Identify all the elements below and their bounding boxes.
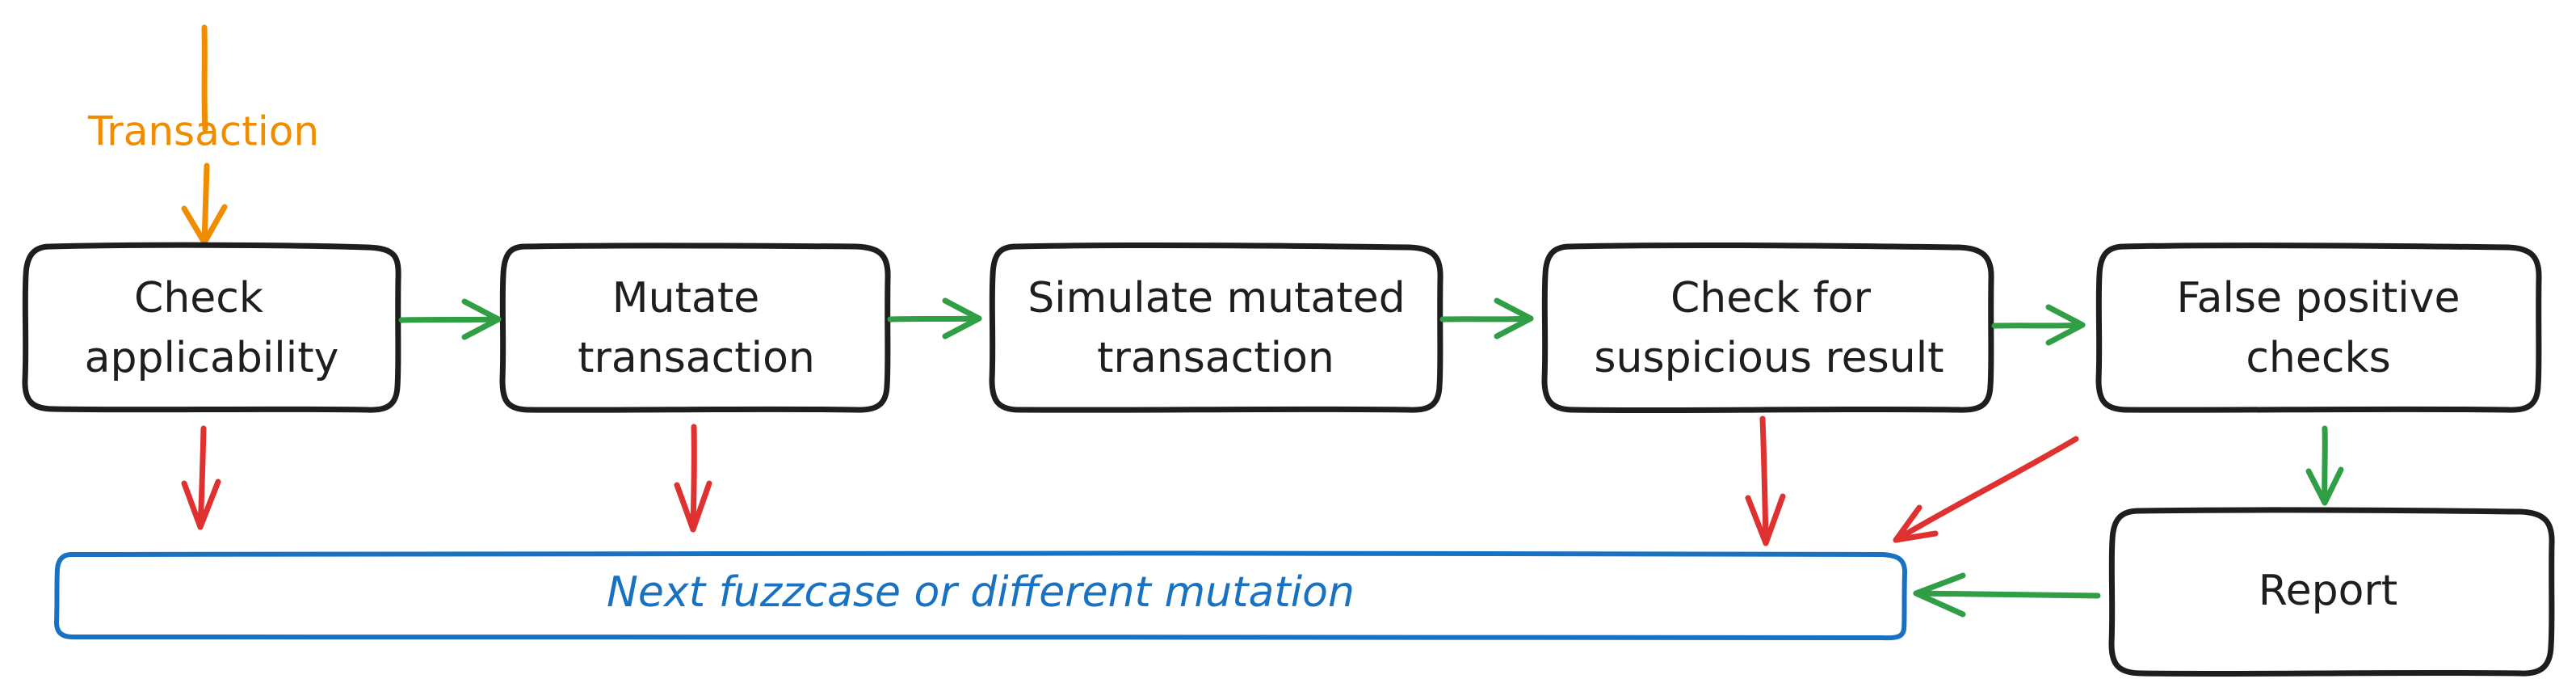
step-line-2: checks bbox=[2246, 334, 2390, 382]
input-arrow-shaft bbox=[201, 24, 210, 246]
arrow-simulate-to-check bbox=[1439, 297, 1534, 339]
arrow-mutate-to-terminal bbox=[674, 424, 712, 533]
step-mutate-transaction: Mutate transaction bbox=[499, 242, 891, 413]
step-line-1: Simulate mutated bbox=[1027, 274, 1406, 323]
step-line-1: False positive bbox=[2176, 274, 2460, 323]
terminal-label: Next fuzzcase or different mutation bbox=[607, 568, 1355, 617]
success-arrows bbox=[398, 297, 2344, 618]
step-box bbox=[1541, 242, 1994, 414]
input-node: Transaction bbox=[87, 24, 319, 246]
arrow-false-positive-to-report bbox=[2305, 425, 2344, 506]
terminal-box bbox=[53, 550, 1908, 641]
arrow-false-positive-to-terminal bbox=[1893, 436, 2079, 543]
step-line-2: applicability bbox=[85, 334, 339, 382]
arrow-applicability-to-terminal bbox=[181, 425, 221, 530]
input-label: Transaction bbox=[87, 108, 319, 155]
terminal-node: Next fuzzcase or different mutation bbox=[53, 550, 1908, 641]
step-box bbox=[989, 242, 1443, 413]
step-check-applicability: Check applicability bbox=[22, 242, 401, 413]
step-line-1: Report bbox=[2259, 567, 2397, 615]
step-line-1: Check for bbox=[1670, 274, 1872, 323]
failure-arrows bbox=[181, 415, 2079, 546]
step-box bbox=[2108, 507, 2555, 677]
arrow-check-to-false-positive bbox=[1991, 304, 2086, 346]
arrow-mutate-to-simulate bbox=[887, 297, 982, 339]
step-line-2: transaction bbox=[1097, 334, 1334, 382]
step-simulate-mutated-transaction: Simulate mutated transaction bbox=[989, 242, 1443, 413]
step-box bbox=[2095, 242, 2542, 413]
step-report: Report bbox=[2108, 507, 2555, 677]
step-box bbox=[22, 242, 401, 413]
step-line-1: Mutate bbox=[612, 274, 759, 323]
step-line-2: transaction bbox=[578, 334, 815, 382]
step-box bbox=[499, 242, 891, 413]
step-line-2: suspicious result bbox=[1594, 334, 1944, 382]
step-check-suspicious-result: Check for suspicious result bbox=[1541, 242, 1994, 414]
arrow-applicability-to-mutate bbox=[398, 298, 502, 340]
step-line-1: Check bbox=[134, 274, 263, 323]
arrow-report-to-terminal bbox=[1913, 572, 2101, 618]
arrow-check-to-terminal bbox=[1745, 415, 1786, 546]
step-false-positive-checks: False positive checks bbox=[2095, 242, 2542, 413]
